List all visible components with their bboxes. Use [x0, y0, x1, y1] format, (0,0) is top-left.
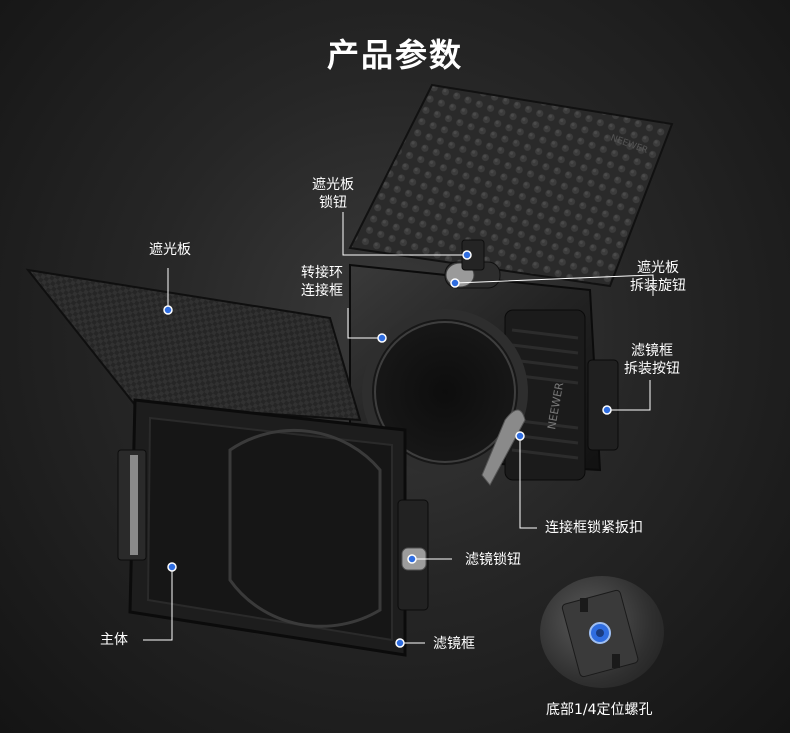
label-adapter-ring-frame: 转接环 连接框: [301, 265, 343, 299]
label-hood-release-knob: 遮光板 拆装旋钮: [630, 260, 686, 294]
leader-lines: [143, 212, 654, 644]
label-bottom-thread: 底部1/4定位螺孔: [546, 702, 653, 718]
label-filter-frame: 滤镜框: [433, 636, 475, 652]
label-frame-lock-clamp: 连接框锁紧扳扣: [545, 520, 643, 536]
top-flag: NEEWER: [348, 83, 674, 288]
bottom-thread-detail-image: [540, 576, 664, 688]
side-flag: [25, 268, 362, 422]
hotspot-dots: [163, 250, 612, 648]
label-main-body: 主体: [100, 632, 128, 648]
label-filter-lock-knob: 滤镜锁钮: [465, 552, 521, 568]
label-hood-lock-knob: 遮光板 锁钮: [312, 177, 354, 211]
label-flag: 遮光板: [149, 242, 191, 258]
front-frame: [117, 398, 429, 657]
page-title: 产品参数: [326, 36, 463, 74]
label-filter-frame-release-button: 滤镜框 拆装按钮: [624, 343, 680, 377]
